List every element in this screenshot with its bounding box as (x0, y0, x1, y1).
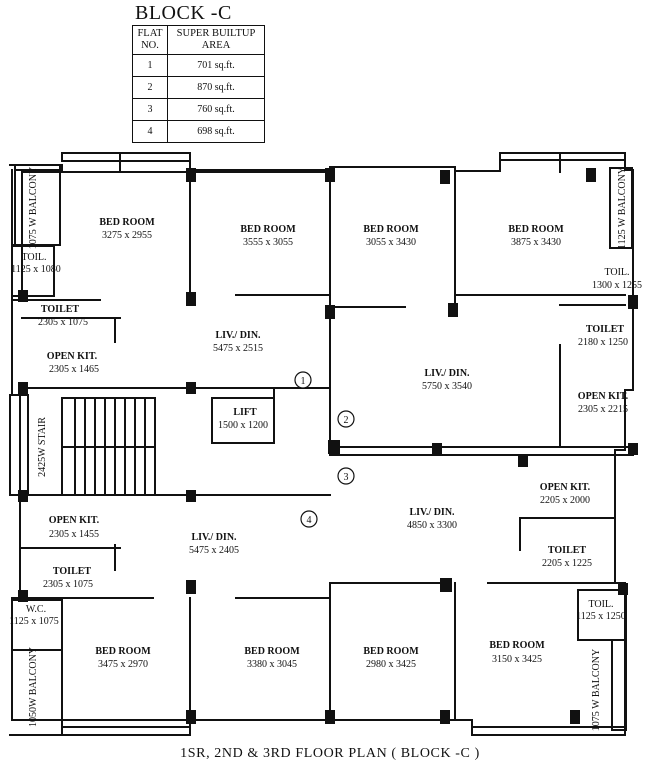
room-size: 5475 x 2515 (213, 343, 263, 354)
room-name: OPEN KIT. (47, 351, 98, 362)
room-name: BED ROOM (240, 224, 296, 235)
flat-area: 698 sq.ft. (167, 120, 265, 143)
room-name: BED ROOM (95, 646, 151, 657)
plan-walls (9, 152, 634, 736)
room-name: BED ROOM (363, 646, 419, 657)
room-name: LIV./ DIN. (191, 532, 237, 543)
room-size: 2305 x 1455 (49, 529, 99, 540)
room-size: 2205 x 1225 (542, 558, 592, 569)
room-size: 2305 x 1075 (43, 579, 93, 590)
flat-marker-4: 4 (307, 515, 312, 526)
balcony-label: 1050W BALCONY (28, 647, 39, 727)
table-row: 2 870 sq.ft. (132, 76, 265, 99)
plan-columns (18, 168, 638, 724)
plan-caption: 1SR, 2ND & 3RD FLOOR PLAN ( BLOCK -C ) (180, 746, 480, 761)
room-size: 5475 x 2405 (189, 545, 239, 556)
room-size: 3055 x 3430 (366, 237, 416, 248)
room-name: OPEN KIT. (540, 482, 591, 493)
floor-plan: 1 2 3 4 BED ROOM 3275 x 2955 1075 W BALC… (9, 152, 642, 736)
flat-marker-labels: 1 2 3 4 (301, 376, 349, 526)
room-name: TOILET (41, 304, 79, 315)
room-name: BED ROOM (489, 640, 545, 651)
room-size: 3475 x 2970 (98, 659, 148, 670)
room-name: BED ROOM (244, 646, 300, 657)
table-header-row: FLAT NO. SUPER BUILTUP AREA (132, 25, 265, 55)
room-size-part: 1125 x 1075 (9, 616, 59, 627)
flat-markers (294, 371, 355, 528)
room-name: LIV./ DIN. (424, 368, 470, 379)
balcony-label: 1075 W BALCONY (28, 167, 39, 249)
room-name: TOIL. (588, 599, 613, 610)
room-size: 4850 x 3300 (407, 520, 457, 531)
room-name: BED ROOM (99, 217, 155, 228)
room-name: TOILET (586, 324, 624, 335)
room-name: TOILET (53, 566, 91, 577)
table-row: 3 760 sq.ft. (132, 98, 265, 121)
room-labels: BED ROOM 3275 x 2955 1075 W BALCONY TOIL… (9, 167, 642, 731)
room-size: 3380 x 3045 (247, 659, 297, 670)
room-size: 3875 x 3430 (511, 237, 561, 248)
area-header: SUPER BUILTUP AREA (167, 25, 265, 55)
room-name: BED ROOM (508, 224, 564, 235)
room-size: 1300 x 1255 (592, 280, 642, 291)
room-size: 5750 x 3540 (422, 381, 472, 392)
flat-marker-3: 3 (344, 472, 349, 483)
room-name: TOILET (548, 545, 586, 556)
room-size: 2305 x 1075 (38, 317, 88, 328)
room-size: 2180 x 1250 (578, 337, 628, 348)
room-name: TOIL. (21, 252, 46, 263)
room-size: 2980 x 3425 (366, 659, 416, 670)
balcony-label: 1125 W BALCONY (617, 167, 628, 249)
room-size: 3275 x 2955 (102, 230, 152, 241)
room-size: 1125 x 1080 (11, 264, 61, 275)
flat-marker-2: 2 (344, 415, 349, 426)
balcony-label: 1075 W BALCONY (591, 649, 602, 731)
room-size: 2305 x 1465 (49, 364, 99, 375)
room-name: LIV./ DIN. (409, 507, 455, 518)
room-name: OPEN KIT. (49, 515, 100, 526)
room-size: 2305 x 2215 (578, 404, 628, 415)
room-size: 1500 x 1200 (218, 420, 268, 431)
room-size: 2205 x 2000 (540, 495, 590, 506)
room-name: LIFT (233, 407, 257, 418)
block-title: BLOCK -C (135, 2, 232, 24)
room-name: BED ROOM (363, 224, 419, 235)
room-size: 3555 x 3055 (243, 237, 293, 248)
table-row: 4 698 sq.ft. (132, 120, 265, 143)
area-table: FLAT NO. SUPER BUILTUP AREA 1 701 sq.ft.… (132, 25, 265, 143)
room-name: OPEN KIT. (578, 391, 629, 402)
room-size: 3150 x 3425 (492, 654, 542, 665)
room-name: TOIL. (604, 267, 629, 278)
room-size: 1125 x 1250 (576, 611, 626, 622)
room-name: LIV./ DIN. (215, 330, 261, 341)
room-name: W.C. (26, 604, 46, 615)
stair-label: 2425W STAIR (37, 417, 48, 477)
flat-marker-1: 1 (301, 376, 306, 387)
